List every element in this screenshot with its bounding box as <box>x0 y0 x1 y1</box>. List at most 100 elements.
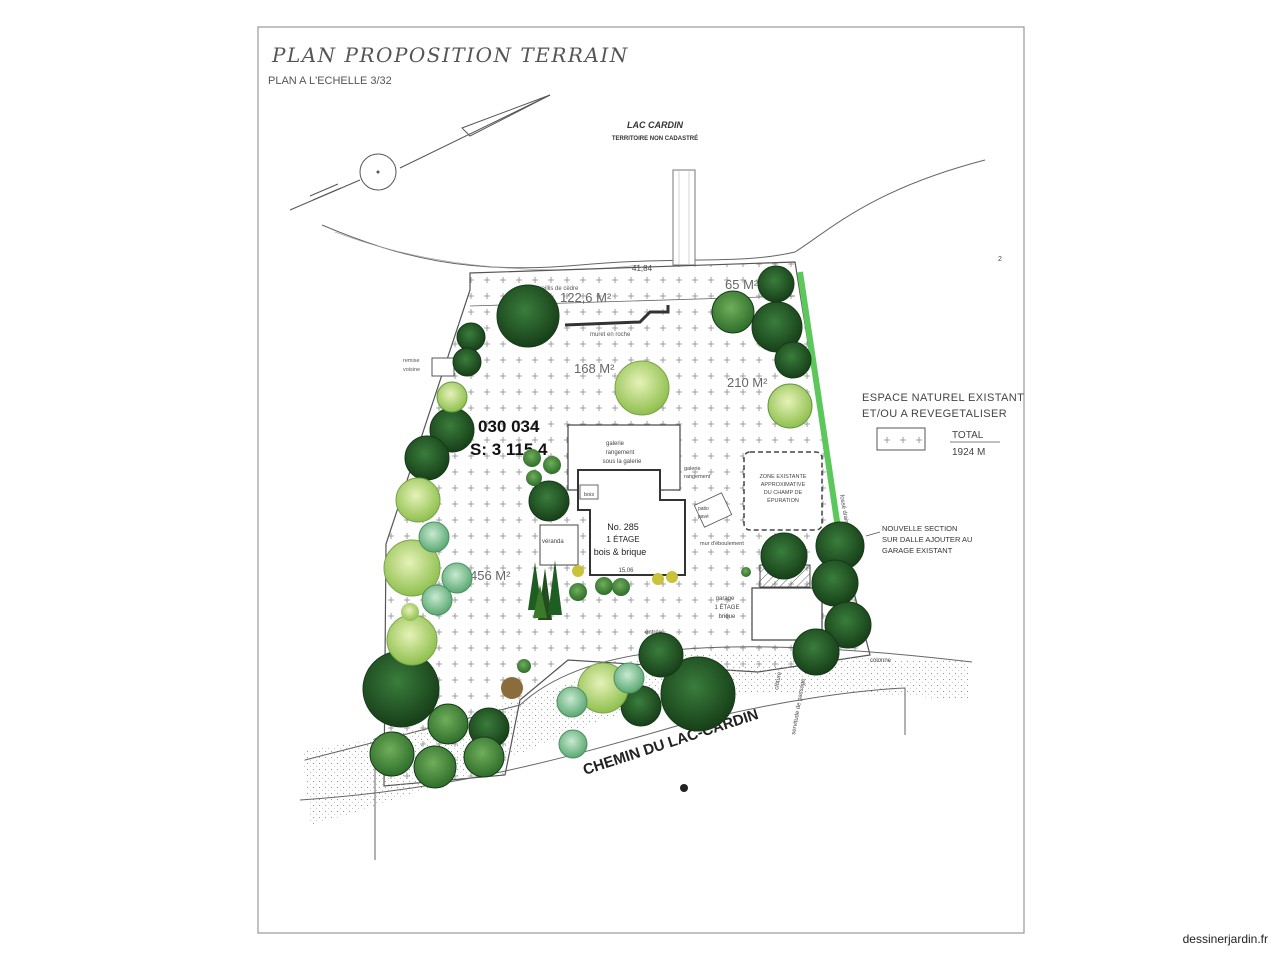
tree <box>436 381 468 413</box>
shrub <box>652 573 664 585</box>
note-line-3: GARAGE EXISTANT <box>882 546 953 555</box>
shed-label-2: voisine <box>403 367 420 373</box>
house <box>539 424 686 576</box>
tree <box>638 632 684 678</box>
survey-marker <box>680 784 688 792</box>
tree <box>456 322 486 352</box>
conifers <box>528 560 562 620</box>
gallery-note-2: sous la galerie <box>603 459 642 465</box>
house-material: bois & brique <box>594 547 647 557</box>
shrub <box>595 577 613 595</box>
area-label-1: 122,6 M² <box>560 290 612 305</box>
conifer <box>548 560 562 615</box>
gallery-note: rangement <box>606 450 635 456</box>
tree <box>413 745 457 789</box>
patio <box>693 492 733 528</box>
neighbour-shed <box>431 357 455 377</box>
septic-label-2: APPROXIMATIVE <box>761 482 806 488</box>
retaining-wall <box>564 305 670 327</box>
fence-label: clôture <box>774 671 783 690</box>
gallery2-label: galerie <box>684 466 701 472</box>
wall-note: mur d'éboulement <box>700 541 744 547</box>
gallery2-note: rangement <box>684 474 711 480</box>
shrub <box>401 603 419 621</box>
shrub <box>613 662 645 694</box>
shrub <box>517 659 531 673</box>
tree <box>463 736 505 778</box>
small-shrubs <box>401 449 751 699</box>
tree <box>452 347 482 377</box>
shrub <box>572 565 584 577</box>
area-label-2: 65 M² <box>725 277 759 292</box>
dimension-top: 41,84 <box>632 264 653 273</box>
area-label-3: 168 M² <box>574 361 615 376</box>
wall-label: muret en roche <box>590 332 631 338</box>
shrub <box>612 578 630 596</box>
garage-label-3: brique <box>719 614 736 620</box>
tree <box>369 731 415 777</box>
tree <box>711 290 755 334</box>
road-edge-south <box>299 687 906 801</box>
house-width: 15,06 <box>618 568 634 574</box>
tree <box>824 601 872 649</box>
tree <box>757 265 795 303</box>
footer-credit[interactable]: dessinerjardin.fr <box>1182 932 1268 946</box>
treillis-label: treillis de cèdre <box>538 286 579 292</box>
patio-note: pavé <box>698 514 709 520</box>
veranda-label: véranda <box>542 539 564 545</box>
house-floors: 1 ÉTAGE <box>606 535 639 544</box>
tree <box>496 284 560 348</box>
garage-label-2: 1 ÉTAGE <box>715 604 740 611</box>
legend: ESPACE NATUREL EXISTANT ET/OU A REVEGETA… <box>862 392 1024 458</box>
shrub <box>523 449 541 467</box>
shrub <box>418 521 450 553</box>
patio-label: patio <box>698 506 709 512</box>
shrub <box>569 583 587 601</box>
area-label-4: 210 M² <box>727 375 768 390</box>
legend-swatch <box>876 427 926 451</box>
hedge-strip <box>797 271 841 529</box>
legend-total-value: 1924 M <box>952 447 985 458</box>
tree <box>774 341 812 379</box>
tree <box>660 656 736 732</box>
shrub <box>741 567 751 577</box>
note-line-1: NOUVELLE SECTION <box>882 524 957 533</box>
plan-title: PLAN PROPOSITION TERRAIN <box>271 43 629 67</box>
tree <box>811 559 859 607</box>
slab-note: NOUVELLE SECTION SUR DALLE AJOUTER AU GA… <box>865 524 972 555</box>
legend-heading-2: ET/OU A REVEGETALISER <box>862 408 1007 420</box>
shrub <box>501 677 523 699</box>
trees-light <box>383 360 813 759</box>
shrub <box>556 686 588 718</box>
garage-label: garage <box>716 596 735 602</box>
shrub <box>526 470 542 486</box>
lake-name: LAC CARDIN <box>627 120 683 130</box>
tree <box>395 477 441 523</box>
note-line-2: SUR DALLE AJOUTER AU <box>882 535 972 544</box>
gallery-label: galerie <box>606 441 625 447</box>
septic-label-3: DU CHAMP DE <box>764 490 803 496</box>
house-number: No. 285 <box>607 522 639 532</box>
plan-scale: PLAN A L'ECHELLE 3/32 <box>268 75 392 87</box>
shrub <box>421 584 453 616</box>
lake-note: TERRITOIRE NON CADASTRÉ <box>612 134 698 142</box>
conifer <box>533 585 547 618</box>
lot-number: 030 034 <box>478 417 540 436</box>
shrub <box>543 456 561 474</box>
shed-label: remise <box>403 358 420 364</box>
tree <box>386 614 438 666</box>
shrub <box>441 562 473 594</box>
tree <box>767 383 813 429</box>
septic-label-1: ZONE EXISTANTE <box>760 474 807 480</box>
area-label-5: 456 M² <box>470 568 511 583</box>
legend-heading-1: ESPACE NATUREL EXISTANT <box>862 392 1024 404</box>
tree <box>427 703 469 745</box>
tree <box>792 628 840 676</box>
shrub <box>666 571 678 583</box>
shrub <box>558 729 588 759</box>
tree <box>528 480 570 522</box>
column-label: colonne <box>870 658 892 664</box>
entrance-label: entrée <box>645 630 663 636</box>
tree <box>404 435 450 481</box>
